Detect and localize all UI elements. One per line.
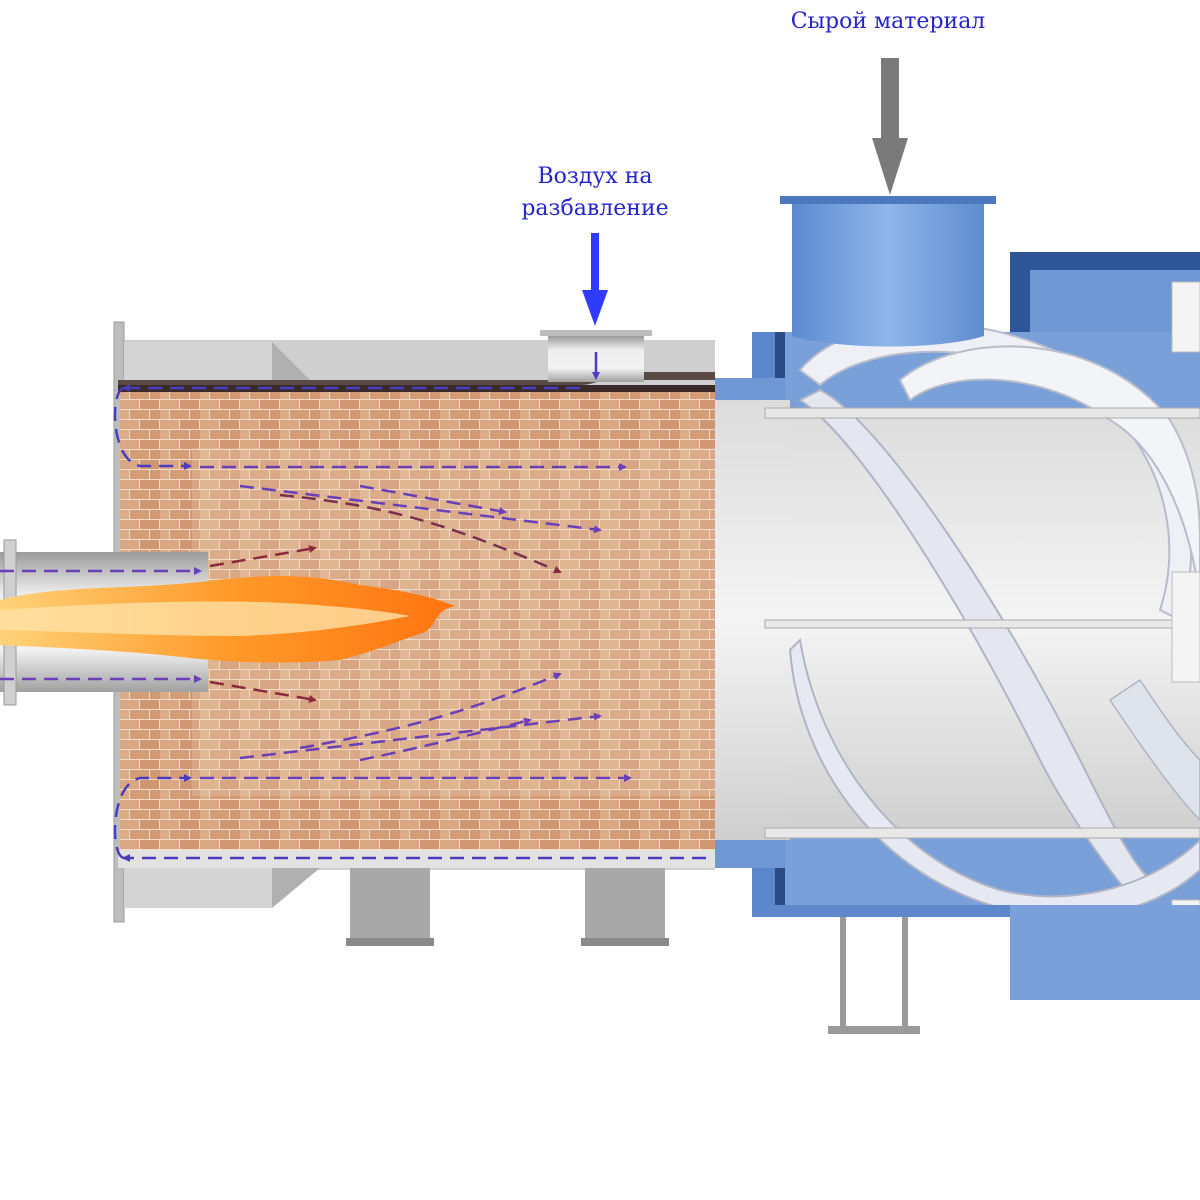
flow-arrow-icon: [359, 484, 507, 515]
raw-material-label: Сырой материал: [760, 6, 1016, 38]
drum-bar-bottom: [764, 827, 1200, 839]
drum-leg-foot: [828, 1026, 920, 1034]
drum-bar-middle: [764, 619, 1200, 629]
raw-material-arrow: [872, 58, 908, 195]
furnace-leg-1: [350, 868, 430, 940]
furnace-leg-2: [585, 868, 665, 940]
flow-arrow-icon: [239, 712, 602, 760]
flow-arrow-icon: [113, 386, 192, 470]
dilution-air-label: Воздух на разбавление: [500, 161, 690, 225]
material-hopper: [780, 196, 996, 347]
drum-bar-top: [764, 407, 1200, 419]
dilution-air-text-line2: разбавление: [521, 196, 669, 221]
drum-side-block-2: [1171, 571, 1200, 683]
flow-arrow-icon: [113, 774, 192, 860]
hopper-flange: [780, 196, 996, 204]
dryer-drum: [715, 252, 1200, 1034]
flow-arrow-icon: [279, 493, 562, 574]
flow-arrow-icon: [239, 484, 602, 534]
hopper-body: [792, 204, 984, 347]
air-nozzle-flange: [540, 330, 652, 336]
flow-arrow-icon: [299, 672, 562, 750]
drum-skirt-bottom: [752, 905, 1022, 917]
down-arrow-icon: [881, 58, 899, 142]
flow-arrow-icon: [209, 680, 317, 703]
drum-leg-right: [902, 915, 908, 1030]
furnace-bottom-gusset: [272, 868, 320, 908]
flow-arrows: [0, 352, 706, 862]
flow-arrow-icon: [209, 545, 317, 568]
dilution-air-text-line1: Воздух на: [537, 164, 653, 189]
down-arrow-icon: [591, 233, 599, 293]
drum-side-block-1: [1171, 281, 1200, 353]
spiral-flight-5: [1108, 678, 1200, 822]
furnace-leg-1-base: [346, 938, 434, 946]
down-arrow-head: [872, 138, 908, 195]
furnace-bottom-bracket: [124, 868, 272, 908]
dilution-air-arrow: [582, 233, 608, 326]
drum-leg-left: [840, 915, 846, 1030]
flame-core: [0, 601, 410, 636]
raw-material-text: Сырой материал: [790, 9, 986, 34]
furnace-top-bracket: [124, 342, 272, 380]
drum-skirt-right: [1010, 905, 1200, 1000]
furnace-leg-2-base: [581, 938, 669, 946]
down-arrow-head: [582, 290, 608, 326]
furnace-top-gusset: [272, 342, 310, 380]
